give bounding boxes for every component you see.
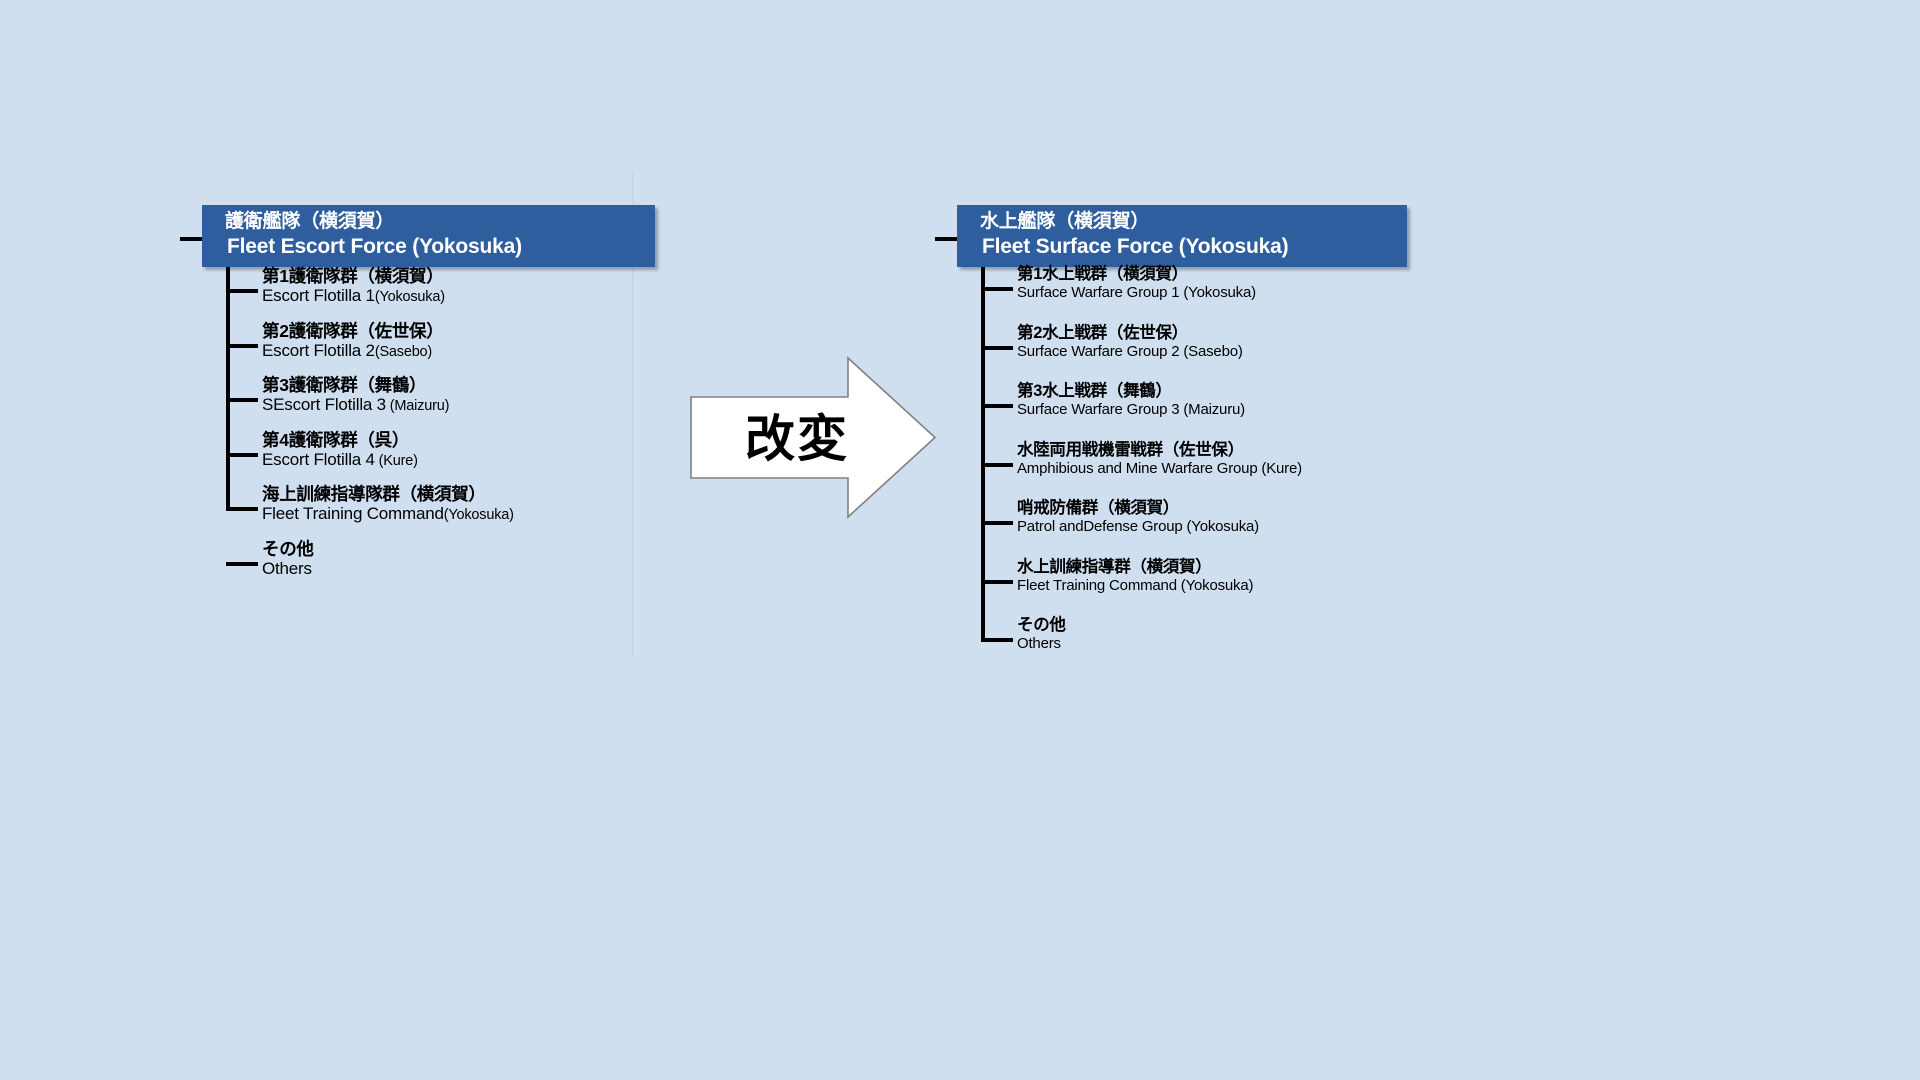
tree-node-labels: 第3水上戦群（舞鶴）Surface Warfare Group 3 (Maizu… [1017, 382, 1245, 419]
tree-node-label-jp: 第2水上戦群（佐世保） [1017, 323, 1188, 342]
tree-node-label-en-main: Others [262, 558, 312, 578]
tree-node-label-jp: その他 [262, 538, 314, 559]
transition-label: 改変 [745, 410, 849, 468]
header-connector-left [180, 237, 218, 241]
tree-node-label-en: Fleet Training Command(Yokosuka) [262, 504, 514, 525]
tree-branch-connector [226, 507, 258, 511]
tree-node-label-en-main: Amphibious and Mine Warfare Group [1017, 459, 1258, 477]
tree-node-label-en-location: (Maizuru) [1179, 401, 1245, 418]
tree-branch-connector [226, 561, 258, 566]
tree-branch-connector [981, 462, 1013, 467]
tree-node-label-en: Fleet Training Command (Yokosuka) [1017, 576, 1254, 595]
tree-node-label-en: Others [1017, 635, 1066, 653]
header-title-jp: 護衛艦隊（横須賀） [225, 211, 395, 232]
tree-node-labels: 第3護衛隊群（舞鶴）SEscort Flotilla 3 (Maizuru) [262, 375, 449, 416]
tree-node-label-en: Escort Flotilla 2(Sasebo) [262, 341, 443, 362]
tree-node-label-jp: 水陸両用戦機雷戦群（佐世保） [1017, 440, 1244, 459]
tree-branch-connector [981, 521, 1013, 525]
header-connector-right [935, 237, 973, 241]
tree-spine-right [981, 267, 985, 639]
tree-node-label-en-location: (Yokosuka) [1182, 518, 1259, 535]
tree-node-label-en-main: Surface Warfare Group 1 [1017, 284, 1180, 301]
tree-node-label-en: Surface Warfare Group 1 (Yokosuka) [1017, 284, 1256, 302]
tree-node-labels: 水陸両用戦機雷戦群（佐世保）Amphibious and Mine Warfar… [1017, 441, 1302, 478]
tree-branch-connector [226, 289, 258, 293]
tree-node-label-en-location: (Maizuru) [385, 398, 450, 414]
tree-branch-connector [226, 398, 258, 402]
tree-node-label-en-main: Surface Warfare Group 3 [1017, 401, 1180, 418]
tree-node-labels: 第2水上戦群（佐世保）Surface Warfare Group 2 (Sase… [1017, 324, 1243, 361]
right-arrow-icon [690, 356, 937, 519]
tree-node-label-jp: 第4護衛隊群（呉） [262, 429, 410, 450]
tree-node-label-en: Escort Flotilla 4 (Kure) [262, 450, 418, 471]
header-row-left: 護衛艦隊（横須賀） Fleet Escort Force (Yokosuka) [180, 205, 800, 267]
tree-node-label-en-main: Others [1017, 635, 1061, 652]
tree-node-label-en-location: (Kure) [374, 452, 418, 469]
tree-node-label-en-location: (Sasebo) [1179, 342, 1243, 360]
tree-node-label-en: Others [262, 559, 314, 579]
tree-node-label-en: Escort Flotilla 1(Yokosuka) [262, 286, 445, 307]
tree-node-label-jp: その他 [1017, 616, 1066, 634]
tree-node-label-jp: 第1水上戦群（横須賀） [1017, 265, 1188, 283]
tree-node-label-en-main: Escort Flotilla 1 [262, 286, 375, 305]
tree-node-label-en-location: (Sasebo) [374, 343, 433, 360]
tree-node-label-jp: 第3水上戦群（舞鶴） [1017, 382, 1172, 400]
header-title-en: Fleet Surface Force (Yokosuka) [982, 235, 1289, 258]
tree-node-labels: 水上訓練指導群（横須賀）Fleet Training Command (Yoko… [1017, 557, 1254, 595]
tree-node-label-en-main: Escort Flotilla 2 [262, 340, 375, 360]
tree-node-label-jp: 第3護衛隊群（舞鶴） [262, 375, 427, 395]
tree-branch-connector [981, 345, 1013, 350]
tree-branch-connector [226, 343, 258, 348]
tree-node-labels: 第2護衛隊群（佐世保）Escort Flotilla 2(Sasebo) [262, 320, 444, 362]
tree-branch-connector [981, 287, 1013, 291]
tree-node-label-en-location: (Yokosuka) [1179, 284, 1256, 301]
header-title-en: Fleet Escort Force (Yokosuka) [227, 235, 522, 258]
tree-node-label-en-main: Escort Flotilla 4 [262, 449, 375, 469]
tree-node-label-en-location: (Yokosuka) [443, 507, 514, 523]
tree-node-label-en: SEscort Flotilla 3 (Maizuru) [262, 395, 449, 416]
tree-node-label-jp: 水上訓練指導群（横須賀） [1017, 557, 1212, 576]
tree-node-label-jp: 第2護衛隊群（佐世保） [262, 320, 444, 341]
tree-node-label-en-main: Fleet Training Command [262, 504, 444, 523]
tree-node-label-en-main: Surface Warfare Group 2 [1017, 342, 1180, 360]
tree-node-labels: 哨戒防備群（横須賀）Patrol andDefense Group (Yokos… [1017, 499, 1259, 536]
org-chart-before: 護衛艦隊（横須賀） Fleet Escort Force (Yokosuka) … [180, 205, 800, 578]
header-box-fleet-surface-force[interactable]: 水上艦隊（横須賀） Fleet Surface Force (Yokosuka) [957, 205, 1407, 267]
header-row-right: 水上艦隊（横須賀） Fleet Surface Force (Yokosuka) [935, 205, 1575, 267]
tree-node-labels: 第4護衛隊群（呉）Escort Flotilla 4 (Kure) [262, 430, 418, 471]
tree-branch-connector [981, 638, 1013, 642]
tree-node-label-en-location: (Yokosuka) [1176, 576, 1254, 594]
tree-node-label-en-main: Patrol andDefense Group [1017, 518, 1183, 535]
tree-node-label-en-main: SEscort Flotilla 3 [262, 395, 386, 414]
tree-spine-left [226, 267, 230, 507]
tree-node-label-jp: 第1護衛隊群（横須賀） [262, 266, 444, 286]
header-title-jp: 水上艦隊（横須賀） [980, 211, 1150, 232]
tree-branch-connector [981, 579, 1013, 584]
tree-node-labels: 第1水上戦群（横須賀）Surface Warfare Group 1 (Yoko… [1017, 265, 1256, 302]
tree-branch-connector [226, 452, 258, 457]
tree-node-label-en-main: Fleet Training Command [1017, 576, 1177, 594]
tree-node-label-en: Surface Warfare Group 2 (Sasebo) [1017, 343, 1243, 361]
tree-node-label-jp: 海上訓練指導隊群（横須賀） [262, 484, 486, 504]
tree-node-label-en: Patrol andDefense Group (Yokosuka) [1017, 518, 1259, 536]
tree-node-label-en: Surface Warfare Group 3 (Maizuru) [1017, 401, 1245, 419]
transition-arrow: 改変 [688, 355, 938, 520]
tree-branch-connector [981, 404, 1013, 408]
tree-node-label-en-location: (Kure) [1257, 459, 1302, 477]
org-chart-after: 水上艦隊（横須賀） Fleet Surface Force (Yokosuka)… [935, 205, 1575, 652]
tree-node-label-en: Amphibious and Mine Warfare Group (Kure) [1017, 460, 1302, 478]
tree-node-labels: 海上訓練指導隊群（横須賀）Fleet Training Command(Yoko… [262, 484, 514, 525]
tree-node-label-jp: 哨戒防備群（横須賀） [1017, 499, 1180, 517]
tree-node-label-en-location: (Yokosuka) [374, 289, 445, 305]
tree-node-labels: 第1護衛隊群（横須賀）Escort Flotilla 1(Yokosuka) [262, 266, 445, 307]
header-box-fleet-escort-force[interactable]: 護衛艦隊（横須賀） Fleet Escort Force (Yokosuka) [202, 205, 655, 267]
guide-line-left [632, 172, 633, 657]
